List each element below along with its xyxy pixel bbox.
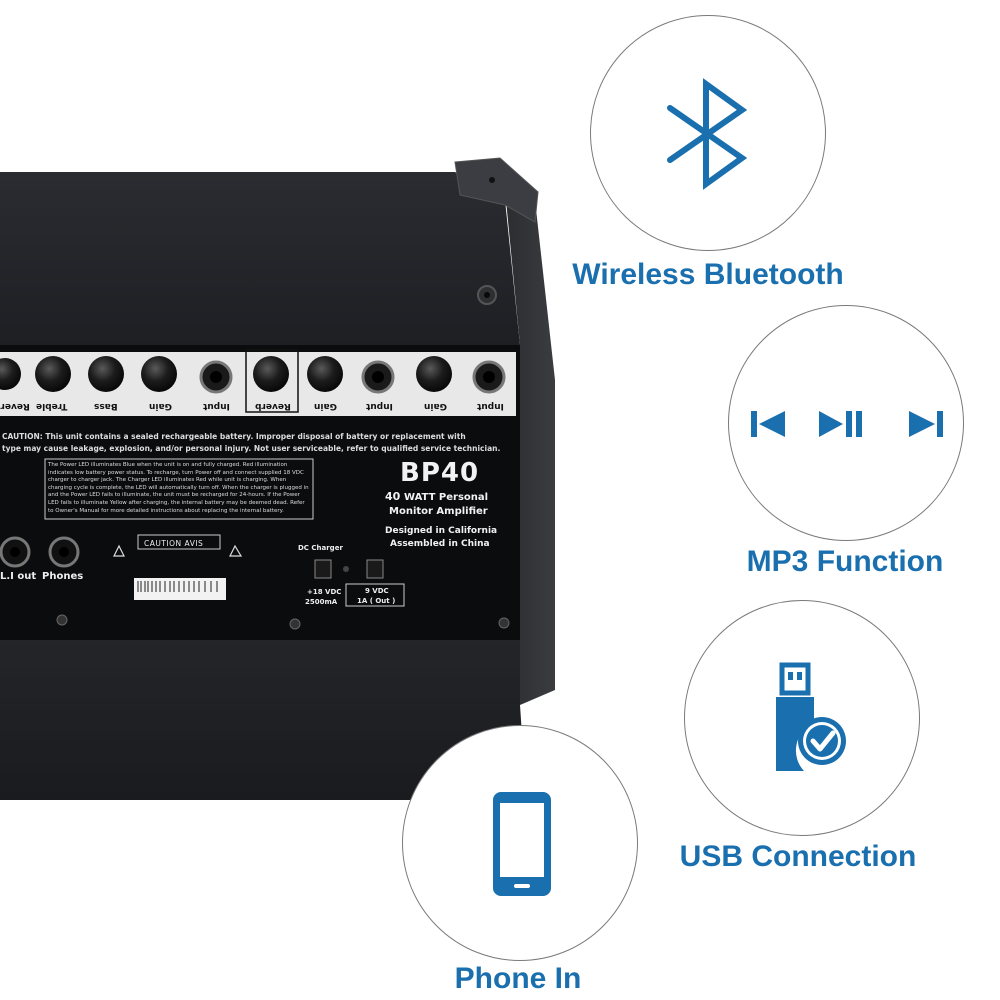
dc-out-box [345,583,405,607]
knob-label: Gain [314,401,337,411]
dc-in-spec2: 2500mA [305,598,338,606]
jack-row [0,536,80,568]
feature-label-bluetooth: Wireless Bluetooth [572,258,844,291]
barcode [137,581,218,592]
knob-label: Input [477,401,504,411]
feature-label-mp3: MP3 Function [746,545,944,578]
dc-charger-label: DC Charger [298,544,343,552]
lineout-label: L.I out [0,571,37,582]
feature-label-usb: USB Connection [679,840,917,873]
knob-row [0,349,506,413]
feature-circle-phone [402,725,638,961]
dc-in-spec1: +18 VDC [307,588,342,596]
caution-text-line1: CAUTION: This unit contains a sealed rec… [2,432,466,441]
cabinet-top [0,172,520,345]
corner-protector [454,157,539,223]
knob-label: Gain [149,401,172,411]
wattage-line2: Monitor Amplifier [389,506,488,517]
assembled-in: Assembled in China [390,539,490,549]
media-controls-icon [751,411,943,437]
caution-avis-label: CAUTION AVIS [144,539,204,548]
feature-circle-bluetooth [590,15,826,251]
top-screw-center [484,292,490,298]
usb-drive-icon [776,662,846,771]
dc-out-spec1: 9 VDC [365,587,389,595]
charger-led [343,566,349,572]
smartphone-icon [493,792,551,896]
caution-box [137,534,221,550]
feature-label-phone: Phone In [454,962,582,995]
knob-label: Reverb [255,401,291,411]
feature-circle-mp3 [728,305,964,541]
wattage-line1: WATT Personal [404,492,489,503]
barcode-label [134,578,226,600]
phones-label: Phones [42,571,84,582]
knob-label: Bass [94,401,118,411]
led-info-box [44,458,314,520]
bluetooth-icon [667,78,748,190]
cabinet-bottom [0,640,525,800]
dc-out-spec2: 1A ( Out ) [357,597,396,605]
caution-text-line2: type may cause leakage, explosion, and/o… [2,444,501,453]
led-info-text: The Power LED illuminates Blue when the … [48,462,309,514]
feature-circle-usb [684,600,920,836]
corner-screw [489,177,495,183]
dc-out-jack [366,559,384,579]
knob-label: Reverb [0,401,30,411]
wattage-number: 40 [385,490,401,503]
knob-label: Treble [36,401,68,411]
dc-charger-jack [314,559,332,579]
knob-label: Input [366,401,393,411]
designed-in: Designed in California [385,526,498,536]
knob-label: Gain [424,401,447,411]
model-name: BP40 [400,458,480,488]
cabinet-side [505,190,555,705]
knob-label: Input [203,401,230,411]
